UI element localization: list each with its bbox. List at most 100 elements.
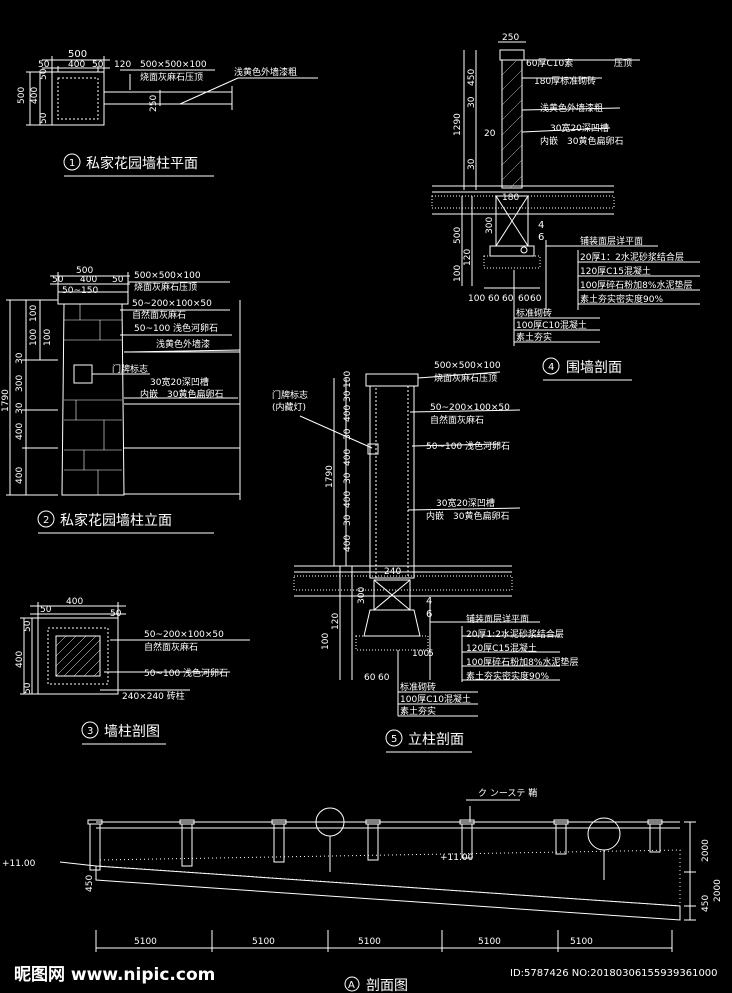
d2-dim: 50 <box>112 275 124 285</box>
d5-dim: 100 <box>321 633 331 650</box>
d2-dim: 400 <box>15 467 25 484</box>
drawing3-number-circle <box>81 721 99 739</box>
d2-note: 50~200×100×50 <box>132 299 212 309</box>
d5-dim: 1790 <box>325 465 335 488</box>
d5-dim: 5 <box>428 649 434 659</box>
d5-dim: 100 <box>412 649 429 659</box>
dA-dim: 2000 <box>713 879 723 902</box>
d4-dim: 30 <box>467 158 477 170</box>
d5-dim: 30 <box>343 472 353 484</box>
d4-dim: 30 <box>467 96 477 108</box>
d5-dim: 30 <box>343 514 353 526</box>
d2-dim: 400 <box>15 423 25 440</box>
drawing5-post-section <box>293 371 560 717</box>
d4-note: 20厚1：2水泥砂浆结合层 <box>580 251 684 263</box>
d1-note: 烧面灰麻石压顶 <box>140 71 203 83</box>
drawingA-long-section <box>59 799 696 992</box>
d4-note: 标准砌砖 <box>516 307 552 319</box>
d5-note: 50~100 浅色河卵石 <box>426 440 510 452</box>
drawing3-text: 400 50 50 400 50 50 50~200×100×50 自然面灰麻石… <box>15 597 228 740</box>
d4-marker: 6 <box>538 232 544 243</box>
d4-dim: 60 <box>530 294 542 304</box>
dA-level: +11.00 <box>2 859 36 869</box>
dA-level: +11.00 <box>440 853 474 863</box>
d5-marker: 6 <box>426 609 432 620</box>
d3-dim: 50 <box>40 605 52 615</box>
d4-note: 素土夯实 <box>516 331 552 343</box>
d5-note: 50~200×100×50 <box>430 403 510 413</box>
d2-note: 30宽20深凹槽 <box>150 376 209 388</box>
d3-note: 240×240 砖柱 <box>122 690 185 702</box>
d1-dim: 500 <box>17 87 27 104</box>
drawing5-number-circle <box>385 729 403 747</box>
dA-dim: 450 <box>701 895 711 912</box>
d2-number: 2 <box>43 515 49 526</box>
d5-dim: 400 <box>343 535 353 552</box>
d5-note: 30宽20深凹槽 <box>436 497 495 509</box>
drawing2-title: 私家花园墙柱立面 <box>60 512 172 529</box>
d5-note: 20厚1:2水泥砂浆结合层 <box>466 628 564 640</box>
d4-note: 120厚C15混凝土 <box>580 265 651 277</box>
drawing5-title: 立柱剖面 <box>408 732 464 748</box>
d4-note: 100厚C10混凝土 <box>516 319 587 331</box>
d3-dim: 50 <box>23 620 33 632</box>
d4-number: 4 <box>548 362 554 373</box>
d2-note: 内嵌 30黄色扁卵石 <box>140 388 223 400</box>
dA-span: 5100 <box>252 937 275 947</box>
dA-dim: 2000 <box>701 839 711 862</box>
d4-dim: 450 <box>467 69 477 86</box>
dA-span: 5100 <box>478 937 501 947</box>
d5-marker: 4 <box>426 596 432 607</box>
dA-label: ク ンーステ 鞘 <box>478 787 537 799</box>
d5-note: 烧面灰麻石压顶 <box>434 372 497 384</box>
d4-marker: 4 <box>538 220 544 231</box>
drawing2-text: 500 50 400 50 50~150 500×500×100 烧面灰麻石压顶… <box>1 266 223 529</box>
dA-span: 5100 <box>570 937 593 947</box>
d5-dim: 60 <box>378 673 390 683</box>
d2-note: 门牌标志 <box>112 363 148 375</box>
d1-dim: 250 <box>149 95 159 112</box>
d3-number: 3 <box>87 726 93 737</box>
drawing1-title: 私家花园墙柱平面 <box>86 155 198 172</box>
d5-note: 120厚C15混凝土 <box>466 642 537 654</box>
d5-note: 100厚碎石粉加8%水泥垫层 <box>466 656 578 668</box>
d4-note: 30宽20深凹槽 <box>550 122 609 134</box>
d2-dim: 100 <box>29 305 39 322</box>
d5-number: 5 <box>391 734 397 745</box>
d5-note: (内藏灯) <box>272 401 306 413</box>
d2-dim: 500 <box>76 266 93 276</box>
d1-dim: 50 <box>39 112 49 124</box>
d2-note: 自然面灰麻石 <box>132 309 186 321</box>
d4-dim: 250 <box>502 33 519 43</box>
drawingA-title: 剖面图 <box>366 978 408 993</box>
d4-note: 180厚标准砌砖 <box>534 75 596 87</box>
drawing4-wall-section <box>431 41 700 346</box>
dA-dim: 450 <box>85 875 95 892</box>
d3-dim: 400 <box>66 597 83 607</box>
d5-note: 素土夯实密实度90% <box>466 670 549 682</box>
dA-span: 5100 <box>358 937 381 947</box>
d4-dim: 1290 <box>453 113 463 136</box>
d1-number: 1 <box>69 158 75 169</box>
d2-dim: 30 <box>15 402 25 414</box>
d5-dim: 30 <box>343 390 353 402</box>
d2-note: 50~100 浅色河卵石 <box>134 322 218 334</box>
d3-note: 自然面灰麻石 <box>144 641 198 653</box>
d2-note: 烧面灰麻石压顶 <box>134 281 197 293</box>
d5-dim: 300 <box>357 587 367 604</box>
d2-dim: 1790 <box>1 389 11 412</box>
d2-dim: 30 <box>15 352 25 364</box>
d4-dim: 60 <box>518 294 530 304</box>
d1-note: 500×500×100 <box>140 60 207 70</box>
drawing1-plan <box>26 56 318 126</box>
d3-dim: 400 <box>15 651 25 668</box>
d5-dim: 60 <box>364 673 376 683</box>
d4-dim: 500 <box>453 227 463 244</box>
d2-note: 500×500×100 <box>134 271 201 281</box>
d5-note: 铺装面层详平面 <box>466 613 529 625</box>
d5-note: 素土夯实 <box>400 705 436 717</box>
drawingA-text: +11.00 +11.00 450 2000 450 2000 5100 510… <box>2 787 723 993</box>
d3-dim: 50 <box>23 682 33 694</box>
d5-note: 自然面灰麻石 <box>430 414 484 426</box>
